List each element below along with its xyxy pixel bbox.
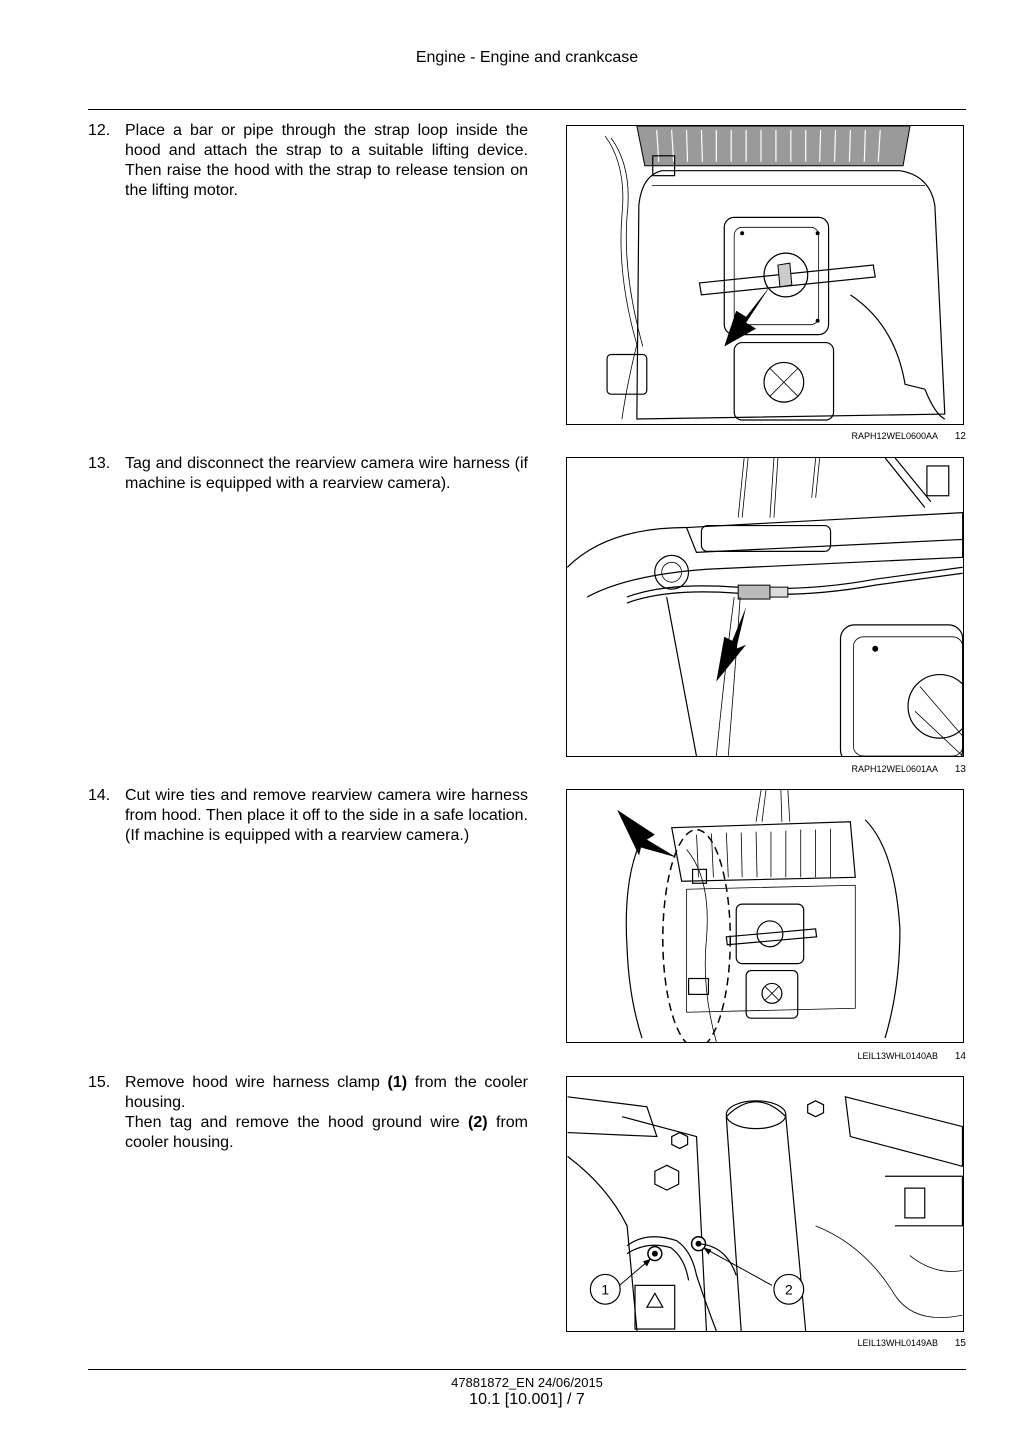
figure-12-hood-lifting-strap bbox=[566, 125, 964, 425]
figure-14-caption: LEIL13WHL0140AB 14 bbox=[566, 1051, 966, 1062]
step-text-line-2: Then tag and remove the hood ground wire… bbox=[125, 1114, 529, 1151]
figure-code: RAPH12WEL0601AA bbox=[851, 764, 938, 774]
callout-2-circle bbox=[773, 1273, 805, 1305]
footer-rule bbox=[88, 1369, 966, 1370]
clamp-ground-wire-illustration: 1 2 bbox=[567, 1096, 963, 1331]
step-text: Cut wire ties and remove rearview camera… bbox=[125, 787, 528, 844]
figure-15-caption: LEIL13WHL0149AB 15 bbox=[566, 1338, 966, 1349]
figure-13-caption: RAPH12WEL0601AA 13 bbox=[566, 764, 966, 775]
figure-number: 12 bbox=[954, 431, 966, 442]
callout-ref-2: (2) bbox=[468, 1114, 488, 1131]
figure-12-caption: RAPH12WEL0600AA 12 bbox=[566, 431, 966, 442]
figure-13-camera-harness-connector bbox=[566, 457, 964, 757]
page-header-title: Engine - Engine and crankcase bbox=[415, 49, 639, 66]
figure-14-harness-routing bbox=[566, 789, 964, 1043]
figure-number: 14 bbox=[954, 1051, 966, 1062]
step-number: 14. bbox=[88, 787, 111, 804]
step-text-line-1: Remove hood wire harness clamp (1) from … bbox=[125, 1074, 528, 1111]
callout-1-label: 1 bbox=[601, 1281, 609, 1297]
callout-2-label: 2 bbox=[785, 1281, 793, 1297]
step-text: Place a bar or pipe through the strap lo… bbox=[125, 122, 528, 199]
step-13: 13. Tag and disconnect the rearview came… bbox=[88, 454, 528, 494]
step-number: 15. bbox=[88, 1074, 111, 1091]
step-14: 14. Cut wire ties and remove rearview ca… bbox=[88, 786, 528, 846]
camera-harness-illustration bbox=[567, 458, 963, 756]
step-number: 13. bbox=[88, 455, 111, 472]
step-text: Tag and disconnect the rearview camera w… bbox=[125, 455, 528, 492]
figure-number: 15 bbox=[954, 1338, 966, 1349]
figure-code: LEIL13WHL0149AB bbox=[857, 1338, 938, 1348]
footer-document-id: 47881872_EN 24/06/2015 bbox=[451, 1375, 603, 1390]
figure-15-clamp-and-ground-wire: 1 2 bbox=[566, 1076, 964, 1332]
header-rule bbox=[88, 109, 966, 110]
callout-ref-1: (1) bbox=[387, 1074, 408, 1091]
figure-code: LEIL13WHL0140AB bbox=[857, 1051, 938, 1061]
callout-1-circle bbox=[589, 1273, 621, 1305]
figure-code: RAPH12WEL0600AA bbox=[851, 431, 938, 441]
step-15: 15. Remove hood wire harness clamp (1) f… bbox=[88, 1073, 528, 1153]
step-number: 12. bbox=[88, 122, 111, 139]
footer-page-number: 10.1 [10.001] / 7 bbox=[469, 1391, 585, 1408]
harness-routing-illustration bbox=[617, 790, 901, 1042]
hood-strap-illustration bbox=[604, 126, 946, 421]
step-12: 12. Place a bar or pipe through the stra… bbox=[88, 121, 528, 201]
figure-number: 13 bbox=[954, 764, 966, 775]
